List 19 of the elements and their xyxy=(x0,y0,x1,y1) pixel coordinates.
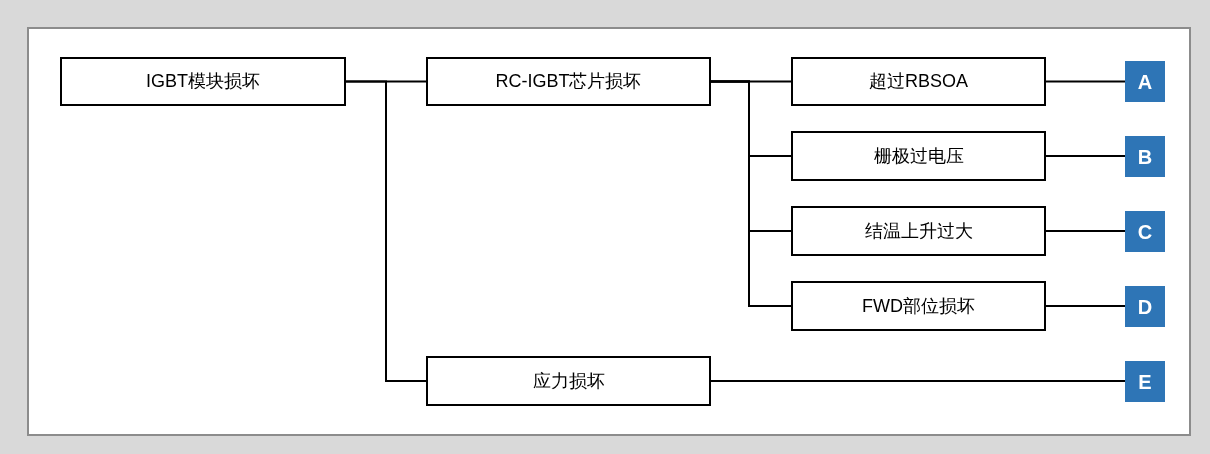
process-box: FWD部位损坏 xyxy=(791,281,1046,331)
connector-line xyxy=(1045,230,1126,232)
connector-line xyxy=(1045,305,1126,307)
connector-line xyxy=(710,80,792,307)
process-box: IGBT模块损坏 xyxy=(60,57,346,106)
process-box: 超过RBSOA xyxy=(791,57,1046,106)
process-box: 栅极过电压 xyxy=(791,131,1046,181)
process-box: 应力损坏 xyxy=(426,356,711,406)
connector-line xyxy=(710,380,1126,382)
letter-tag: E xyxy=(1125,361,1165,402)
process-box: 结温上升过大 xyxy=(791,206,1046,256)
letter-tag: A xyxy=(1125,61,1165,102)
letter-tag: D xyxy=(1125,286,1165,327)
process-box: RC-IGBT芯片损坏 xyxy=(426,57,711,106)
letter-tag: B xyxy=(1125,136,1165,177)
letter-tag: C xyxy=(1125,211,1165,252)
connector-line xyxy=(1045,80,1126,83)
connector-line xyxy=(345,80,427,382)
connector-line xyxy=(1045,155,1126,157)
